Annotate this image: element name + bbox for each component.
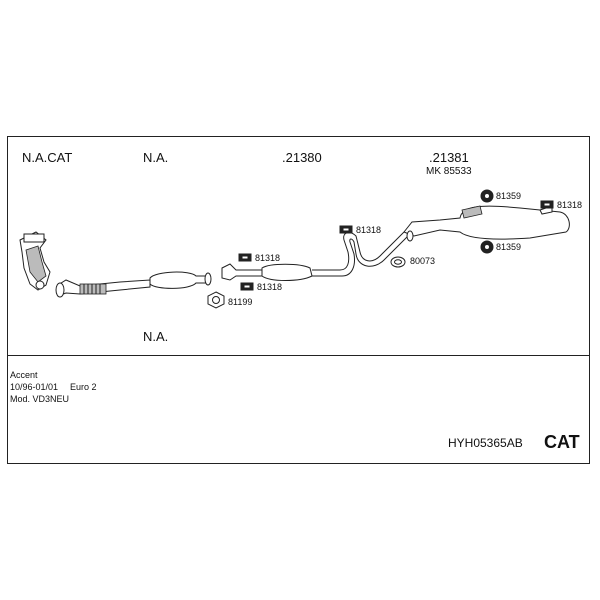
- label-80073: 80073: [410, 256, 436, 266]
- clamp-81359-bottom-icon[interactable]: [480, 240, 494, 254]
- footer-cat: CAT: [544, 432, 580, 452]
- label-81359-top: 81359: [496, 191, 522, 201]
- info-mod: Mod. VD3NEU: [10, 394, 70, 404]
- label-81318-mid: 81318: [356, 225, 382, 235]
- label-na-bottom: N.A.: [143, 329, 169, 344]
- front-resonator[interactable]: [149, 271, 212, 289]
- info-model: Accent: [10, 370, 38, 380]
- label-81318-right: 81318: [557, 200, 583, 210]
- info-euro: Euro 2: [70, 382, 97, 392]
- label-81359-bottom: 81359: [496, 242, 522, 252]
- mount-81318-mid-icon[interactable]: [339, 225, 353, 234]
- front-pipe[interactable]: [55, 279, 151, 298]
- label-na-cat: N.A.CAT: [22, 150, 73, 165]
- clamp-81359-top-icon[interactable]: [480, 189, 494, 203]
- label-mk-85533: MK 85533: [426, 166, 472, 177]
- diagram-frame: [7, 136, 590, 464]
- mount-81318-right-icon[interactable]: [540, 200, 554, 209]
- label-na-top: N.A.: [143, 150, 169, 165]
- footer-code: HYH05365AB: [448, 436, 523, 450]
- label-81318-left-top: 81318: [255, 253, 281, 263]
- rear-muffler[interactable]: [403, 205, 570, 242]
- info-separator: [7, 355, 590, 356]
- mount-81318-left-top-icon[interactable]: [238, 253, 252, 262]
- catalytic-converter[interactable]: [19, 231, 51, 291]
- gasket-81199-icon[interactable]: [207, 291, 225, 309]
- mount-81318-left-bottom-icon[interactable]: [240, 282, 254, 291]
- label-81318-left-bottom: 81318: [257, 282, 283, 292]
- label-part-21380: .21380: [282, 150, 322, 165]
- label-81199: 81199: [228, 297, 253, 307]
- label-part-21381: .21381: [429, 150, 469, 165]
- ring-80073-icon[interactable]: [390, 256, 406, 268]
- info-dates: 10/96-01/01: [10, 382, 59, 392]
